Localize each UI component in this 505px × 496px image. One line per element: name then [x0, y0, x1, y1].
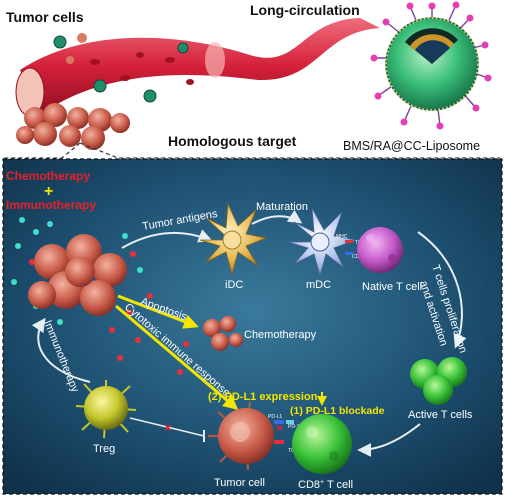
- treg-inhibition-line: [129, 417, 205, 437]
- tumor-cluster: [28, 234, 127, 316]
- drug-particles-red: [29, 251, 189, 375]
- cd8-suffix: T cell: [324, 479, 353, 491]
- tumor-cell-label: Tumor cell: [214, 477, 265, 489]
- chemotherapy-heading: Chemotherapy: [6, 169, 90, 183]
- cd8-prefix: CD8: [298, 479, 320, 491]
- idc-label: iDC: [225, 279, 243, 291]
- apoptosis-arrow: [117, 294, 199, 329]
- tumor-tissue: [16, 103, 130, 150]
- pd1-receptor: [286, 420, 294, 424]
- cd8-t-cell-label: CD8+ T cell: [298, 479, 353, 491]
- pd1-tag: PD-1: [288, 424, 300, 430]
- liposome-label: BMS/RA@CC-Liposome: [343, 139, 480, 153]
- maturation-arrow: [251, 209, 303, 225]
- treg-block-mark: ×: [164, 420, 172, 435]
- circulating-tumor-cells: [53, 33, 189, 103]
- immunotherapy-heading: Immunotherapy: [6, 198, 96, 212]
- active-t-cells-label: Active T cells: [408, 409, 473, 421]
- active-to-cd8-arrow: [357, 423, 421, 457]
- blood-vessel: [15, 18, 380, 117]
- pdl1-blockade-label: (1) PD-L1 blockade: [290, 405, 385, 417]
- blood-cells: [90, 52, 194, 85]
- cd8-t-cell: [292, 414, 352, 474]
- plus-sign: +: [44, 183, 53, 200]
- mdc-label: mDC: [306, 279, 331, 291]
- chemotherapy-dying-cells: [203, 316, 243, 351]
- blockade-mark: ×: [276, 421, 283, 435]
- mhc-tcr-receptor: [345, 240, 353, 243]
- tumor-cells-label: Tumor cells: [6, 9, 84, 25]
- zoom-line-left: [2, 142, 81, 159]
- pdl1-expression-label: (2) PD-L1 expression: [208, 391, 318, 403]
- cd8-superscript: +: [320, 479, 324, 486]
- maturation-label: Maturation: [256, 201, 308, 213]
- pdl1-tag: PD-L1: [268, 414, 282, 420]
- mhc-label: MHC: [336, 234, 348, 240]
- zoom-line-right: [79, 142, 500, 159]
- chemotherapy-cells-label: Chemotherapy: [244, 329, 317, 341]
- proliferation-arrow: [417, 231, 467, 349]
- immunotherapy-arrow: [31, 317, 91, 383]
- pdl1-receptor: [274, 420, 284, 424]
- mhc-receptor-bottom: [274, 440, 284, 444]
- long-circulation-label: Long-circulation: [250, 2, 360, 18]
- mature-dendritic-cell: [287, 207, 358, 278]
- cytotoxic-arrow: [115, 304, 239, 410]
- liposome: [370, 1, 492, 130]
- active-t-cells: [410, 357, 467, 405]
- immature-dendritic-cell: [199, 202, 268, 276]
- treg-label: Treg: [93, 443, 115, 455]
- native-t-cell: [357, 227, 403, 273]
- target-tumor-cell: [208, 401, 274, 471]
- native-t-cell-label: Native T cell: [362, 281, 422, 293]
- homologous-target-label: Homologous target: [168, 133, 297, 149]
- cd28-receptor: [345, 252, 353, 255]
- tumor-antigens-arrow: [121, 229, 213, 249]
- treg-cell: [75, 380, 137, 439]
